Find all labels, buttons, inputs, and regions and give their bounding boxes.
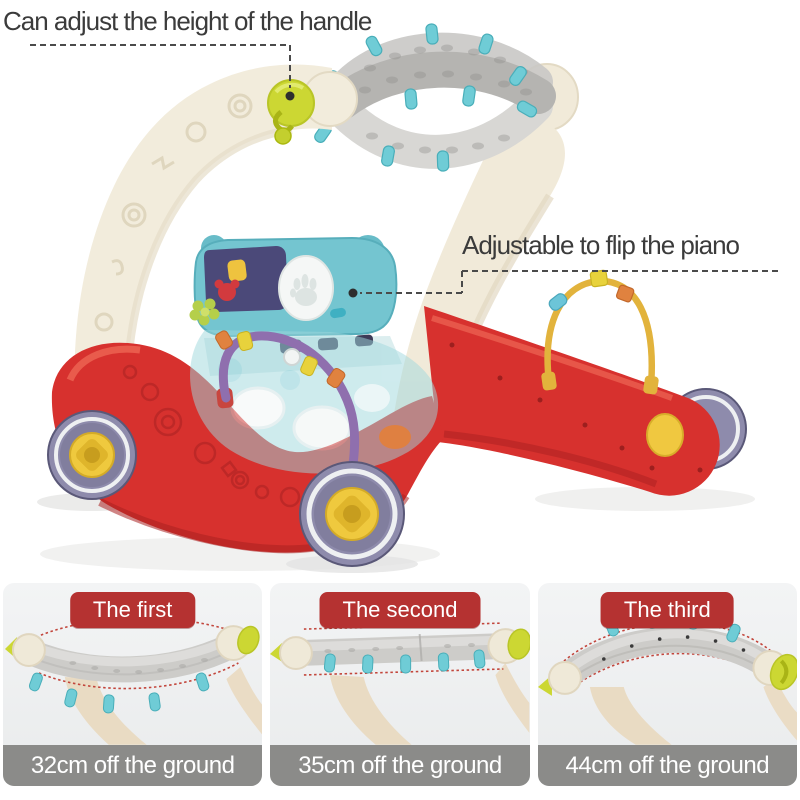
comparison-panel-third: The third 44cm off the ground (537, 583, 797, 786)
panel-caption: 32cm off the ground (3, 745, 263, 786)
annotation-handle-label: Can adjust the height of the handle (3, 6, 372, 36)
piano-green-flower (189, 298, 220, 326)
grip-texture-holes (359, 44, 532, 154)
arch-embossed-shapes (91, 93, 253, 372)
handle-clips (314, 23, 538, 172)
leader-line-piano (348, 270, 778, 298)
panel-caption: 35cm off the ground (270, 745, 530, 786)
ramp-yellow-button (646, 413, 684, 457)
panel-badge: The third (600, 592, 734, 628)
chassis-embossed-shapes (122, 364, 327, 508)
front-right-wheel (299, 461, 405, 567)
handprint (290, 274, 317, 306)
comparison-panel-second: The second 35cm off the ground (270, 583, 530, 786)
comparison-panel-first: The first 32cm off the ground (3, 583, 263, 786)
piano-yellow-button (227, 259, 247, 282)
panel-caption: 44cm off the ground (537, 745, 797, 786)
leader-line-handle (30, 44, 295, 101)
bead-arch (541, 269, 659, 395)
walker-illustration (30, 23, 778, 573)
handle-grip-bar (314, 23, 556, 172)
toy-bar-purple (215, 330, 360, 483)
height-adjust-knob (267, 79, 315, 145)
panel-badge: The first (69, 592, 196, 628)
panel-badge: The second (319, 592, 481, 628)
ramp-holes (449, 342, 703, 473)
piano-teal-switch (330, 307, 346, 319)
handle-position-photo-low (4, 617, 263, 745)
ramp-beam (424, 269, 747, 496)
height-comparison-panels: The first 32cm off the ground (0, 583, 800, 786)
handle-position-photo-mid (270, 622, 530, 745)
flipped-piano-ghost (190, 330, 439, 474)
piano-red-button (214, 279, 240, 301)
front-left-wheel (47, 410, 137, 500)
annotation-piano-label: Adjustable to flip the piano (462, 230, 740, 260)
